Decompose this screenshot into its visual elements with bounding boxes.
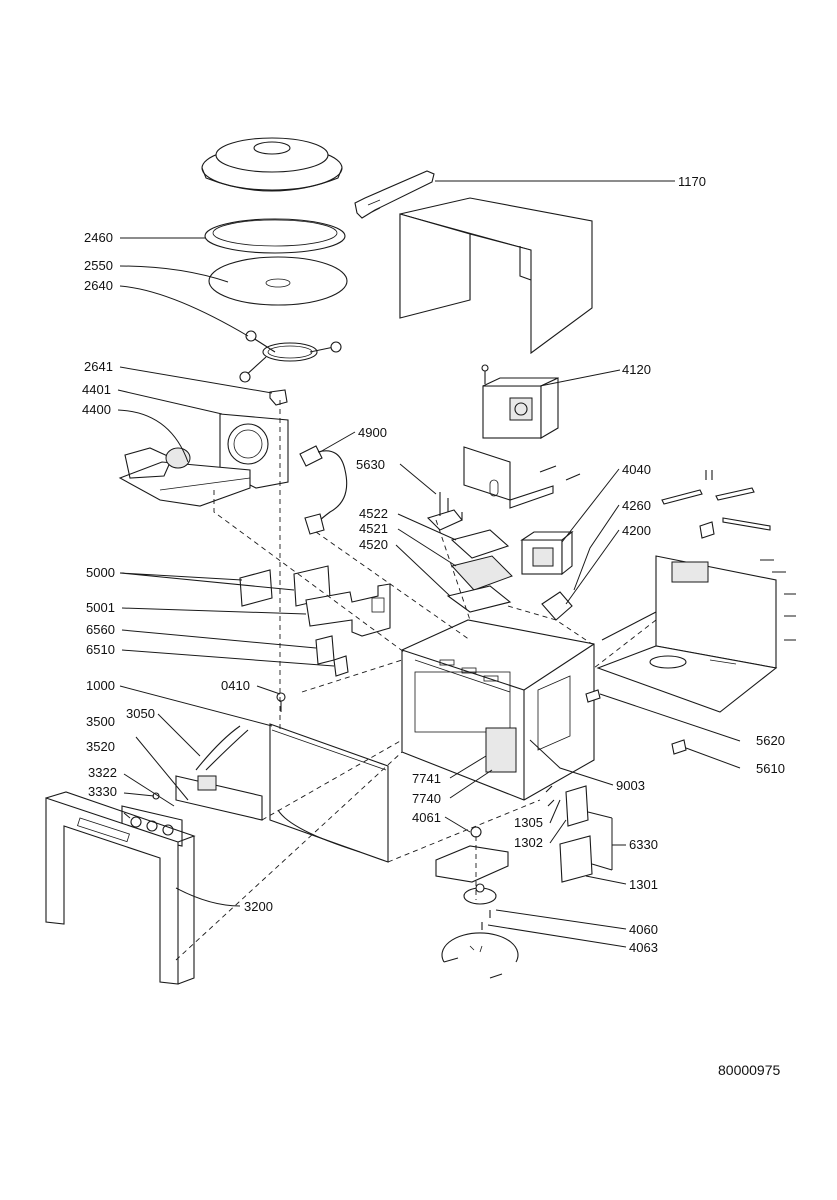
part-label-1305: 1305 — [514, 815, 543, 830]
waveguide-parts — [661, 470, 771, 539]
part-label-2640: 2640 — [84, 278, 113, 293]
part-label-4063: 4063 — [629, 940, 658, 955]
part-label-6560: 6560 — [86, 622, 115, 637]
part-label-4040: 4040 — [622, 462, 651, 477]
part-label-6510: 6510 — [86, 642, 115, 657]
part-label-4900: 4900 — [358, 425, 387, 440]
part-label-5630: 5630 — [356, 457, 385, 472]
part-label-3520: 3520 — [86, 739, 115, 754]
filter-parts — [446, 529, 513, 613]
part-label-4060: 4060 — [629, 922, 658, 937]
part-label-4521: 4521 — [359, 521, 388, 536]
part-label-9003: 9003 — [616, 778, 645, 793]
part-label-4200: 4200 — [622, 523, 651, 538]
part-label-5620: 5620 — [756, 733, 785, 748]
power-cord — [299, 445, 348, 535]
control-module — [175, 725, 263, 821]
part-label-4260: 4260 — [622, 498, 651, 513]
part-label-5000: 5000 — [86, 565, 115, 580]
part-label-1170: 1170 — [678, 174, 706, 189]
part-label-0410: 0410 — [221, 678, 250, 693]
part-label-5001: 5001 — [86, 600, 115, 615]
part-label-4400: 4400 — [82, 402, 111, 417]
part-label-2460: 2460 — [84, 230, 113, 245]
rear-panel — [596, 555, 778, 713]
part-label-1301: 1301 — [629, 877, 658, 892]
part-label-3322: 3322 — [88, 765, 117, 780]
turntable-coupler — [269, 389, 288, 406]
part-label-3500: 3500 — [86, 714, 115, 729]
stirrer-motor-assembly — [118, 413, 289, 507]
part-label-3050: 3050 — [126, 706, 155, 721]
transformer-bracket — [463, 446, 581, 509]
part-label-4520: 4520 — [359, 537, 388, 552]
turntable-cover — [201, 137, 343, 192]
turntable-plate — [208, 256, 348, 306]
control-boards — [239, 565, 331, 607]
glass-tray — [204, 218, 346, 254]
bottom-cover-plate — [441, 932, 519, 979]
roller-ring — [239, 330, 342, 383]
part-label-4120: 4120 — [622, 362, 651, 377]
magnetron — [520, 530, 574, 576]
part-label-2641: 2641 — [84, 359, 113, 374]
part-label-4401: 4401 — [82, 382, 111, 397]
outer-cabinet — [399, 197, 593, 355]
part-label-5610: 5610 — [756, 761, 785, 776]
part-number-labels: 1170 2460 2550 2640 2641 4401 4400 4900 … — [82, 174, 785, 955]
fuse-holder — [426, 492, 463, 531]
stirrer-base — [435, 826, 509, 883]
turntable-motor — [463, 883, 497, 930]
document-number: 80000975 — [718, 1062, 781, 1078]
part-label-1302: 1302 — [514, 835, 543, 850]
part-label-1000: 1000 — [86, 678, 115, 693]
part-label-3200: 3200 — [244, 899, 273, 914]
oven-door — [269, 723, 389, 863]
part-label-4522: 4522 — [359, 506, 388, 521]
part-label-6330: 6330 — [629, 837, 658, 852]
capacitor — [541, 591, 573, 621]
part-label-7741: 7741 — [412, 771, 441, 786]
door-switches — [545, 785, 593, 883]
lamp-and-switch — [315, 635, 349, 677]
control-bracket — [305, 583, 391, 637]
transformer — [481, 364, 559, 439]
part-label-7740: 7740 — [412, 791, 441, 806]
door-handle-bar — [354, 170, 435, 219]
part-label-4061: 4061 — [412, 810, 441, 825]
leader-lines — [117, 180, 741, 948]
small-fittings — [585, 559, 796, 755]
assembly-guide-lines — [175, 400, 657, 961]
part-label-2550: 2550 — [84, 258, 113, 273]
door-screw — [276, 692, 286, 712]
part-label-3330: 3330 — [88, 784, 117, 799]
